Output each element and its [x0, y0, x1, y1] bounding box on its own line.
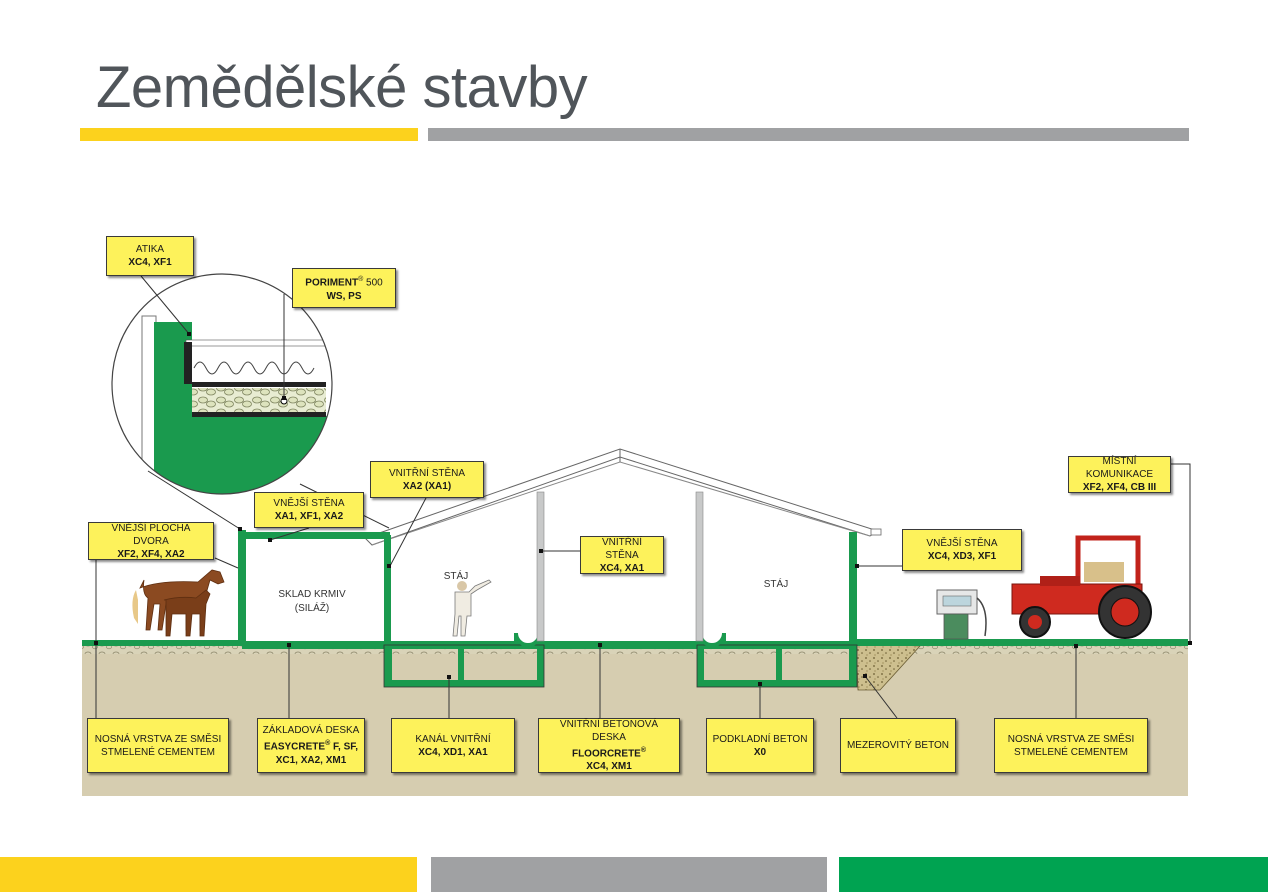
- column-right: [695, 491, 704, 642]
- label-vnitrni-stena-top-title: VNITŘNÍ STĚNA: [388, 467, 466, 479]
- header-bar-yellow: [80, 128, 418, 141]
- label-vnejsi-plocha-classes: XF2, XF4, XA2: [117, 548, 185, 560]
- label-zakladova-title: ZÁKLADOVÁ DESKA: [262, 725, 360, 737]
- label-kanal-classes: XC4, XD1, XA1: [418, 746, 488, 758]
- label-nosna-left: NOSNÁ VRSTVA ZE SMĚSI STMELENÉ CEMENTEM: [87, 718, 229, 773]
- label-vnejsi-plocha-title: VNĚJŠÍ PLOCHA DVORA: [111, 522, 191, 547]
- header-bar-gray: [428, 128, 1189, 141]
- room-stable-left: STÁJ: [443, 571, 469, 582]
- label-vnejsi-stena-right-title: VNĚJŠÍ STĚNA: [926, 538, 998, 549]
- room-stable-right: STÁJ: [763, 579, 789, 590]
- label-zakladova-suffix: F, SF,: [330, 741, 359, 753]
- label-atika-title: ATIKA: [135, 244, 165, 255]
- label-zakladova: ZÁKLADOVÁ DESKA EASYCRETE® F, SF, XC1, X…: [257, 718, 365, 773]
- label-poriment-sup: ®: [358, 276, 364, 284]
- label-podkladni-title: PODKLADNÍ BETON: [712, 733, 808, 745]
- label-kanal-title: KANÁL VNITŘNÍ: [415, 733, 491, 745]
- label-nosna-right-line2: STMELENÉ CEMENTEM: [1014, 746, 1128, 758]
- label-mistni-komunikace: MÍSTNÍ KOMUNIKACE XF2, XF4, CB III: [1068, 456, 1171, 493]
- building-structure: [238, 530, 857, 687]
- label-poriment-title: PORIMENT® 500: [305, 273, 382, 289]
- label-kanal: KANÁL VNITŘNÍ XC4, XD1, XA1: [391, 718, 515, 773]
- label-atika: ATIKA XC4, XF1: [106, 236, 194, 276]
- label-mistni-komunikace-classes: XF2, XF4, CB III: [1082, 482, 1157, 493]
- label-vnejsi-stena-left-title: VNĚJŠÍ STĚNA: [273, 498, 345, 509]
- column-left: [536, 491, 545, 642]
- label-poriment: PORIMENT® 500 WS, PS: [292, 268, 396, 308]
- label-vnejsi-stena-left: VNĚJŠÍ STĚNA XA1, XF1, XA2: [254, 492, 364, 528]
- label-atika-classes: XC4, XF1: [128, 257, 172, 268]
- worker-icon: [452, 579, 492, 637]
- label-nosna-left-line2: STMELENÉ CEMENTEM: [101, 746, 215, 758]
- label-vnitrni-stena-mid: VNITŘNÍ STĚNA XC4, XA1: [580, 536, 664, 574]
- label-zakladova-brand-line: EASYCRETE® F, SF,: [264, 737, 358, 753]
- gutter-left: [514, 632, 542, 647]
- yard-slab: [82, 640, 242, 646]
- leader-dots: [94, 332, 1192, 686]
- label-mistni-komunikace-title: MÍSTNÍ KOMUNIKACE: [1085, 456, 1154, 480]
- room-feed-store-line2: (SILÁŽ): [294, 603, 330, 614]
- label-vnejsi-stena-left-classes: XA1, XF1, XA2: [274, 511, 344, 522]
- page-title: Zemědělské stavby: [96, 55, 588, 120]
- tractor-icon: [1011, 535, 1152, 639]
- footer-bar-yellow: [0, 857, 417, 892]
- pit-outlines: [383, 644, 858, 688]
- label-vnejsi-stena-right-classes: XC4, XD3, XF1: [927, 551, 997, 562]
- room-feed-store: SKLAD KRMIV (SILÁŽ): [262, 588, 362, 616]
- label-nosna-right-line1: NOSNÁ VRSTVA ZE SMĚSI: [1007, 733, 1135, 745]
- label-mezerovity: MEZEROVITÝ BETON: [840, 718, 956, 773]
- label-vnitrni-deska-brand: FLOORCRETE: [571, 748, 641, 760]
- label-vnitrni-stena-mid-title: VNITŘNÍ STĚNA: [602, 536, 642, 561]
- label-vnitrni-stena-mid-classes: XC4, XA1: [599, 562, 645, 574]
- label-zakladova-brand: EASYCRETE: [263, 741, 326, 753]
- label-vnitrni-stena-top-classes: XA2 (XA1): [402, 480, 452, 492]
- fuel-pump-icon: [936, 589, 987, 640]
- roof-detail-circle: [111, 273, 333, 495]
- label-vnitrni-deska-brand-line: FLOORCRETE®: [572, 744, 646, 760]
- label-zakladova-classes: XC1, XA2, XM1: [275, 754, 347, 766]
- label-vnitrni-deska-classes: XC4, XM1: [586, 761, 632, 773]
- room-feed-store-line1: SKLAD KRMIV: [278, 589, 346, 600]
- label-vnitrni-deska-sup: ®: [640, 746, 647, 754]
- label-podkladni-classes: X0: [753, 746, 767, 758]
- label-poriment-classes: WS, PS: [326, 290, 362, 302]
- label-podkladni: PODKLADNÍ BETON X0: [706, 718, 814, 773]
- label-vnitrni-deska-title: VNITŘNÍ BETONOVÁ DESKA: [559, 718, 659, 743]
- horses-icon: [132, 569, 225, 637]
- label-vnitrni-deska: VNITŘNÍ BETONOVÁ DESKA FLOORCRETE® XC4, …: [538, 718, 680, 773]
- label-vnejsi-stena-right: VNĚJŠÍ STĚNA XC4, XD3, XF1: [902, 529, 1022, 571]
- label-nosna-left-line1: NOSNÁ VRSTVA ZE SMĚSI: [94, 733, 222, 745]
- label-zakladova-sup: ®: [325, 740, 331, 748]
- gutter-right: [698, 632, 726, 647]
- label-vnitrni-stena-top: VNITŘNÍ STĚNA XA2 (XA1): [370, 461, 484, 498]
- label-mezerovity-title: MEZEROVITÝ BETON: [846, 740, 950, 751]
- footer-bar-green: [839, 857, 1268, 892]
- footer-bar-gray: [431, 857, 827, 892]
- label-vnejsi-plocha: VNĚJŠÍ PLOCHA DVORA XF2, XF4, XA2: [88, 522, 214, 560]
- roof: [364, 448, 882, 546]
- label-poriment-suffix: 500: [363, 277, 383, 289]
- label-poriment-brand: PORIMENT: [305, 277, 359, 289]
- road-slab: [856, 639, 1188, 646]
- label-nosna-right: NOSNÁ VRSTVA ZE SMĚSI STMELENÉ CEMENTEM: [994, 718, 1148, 773]
